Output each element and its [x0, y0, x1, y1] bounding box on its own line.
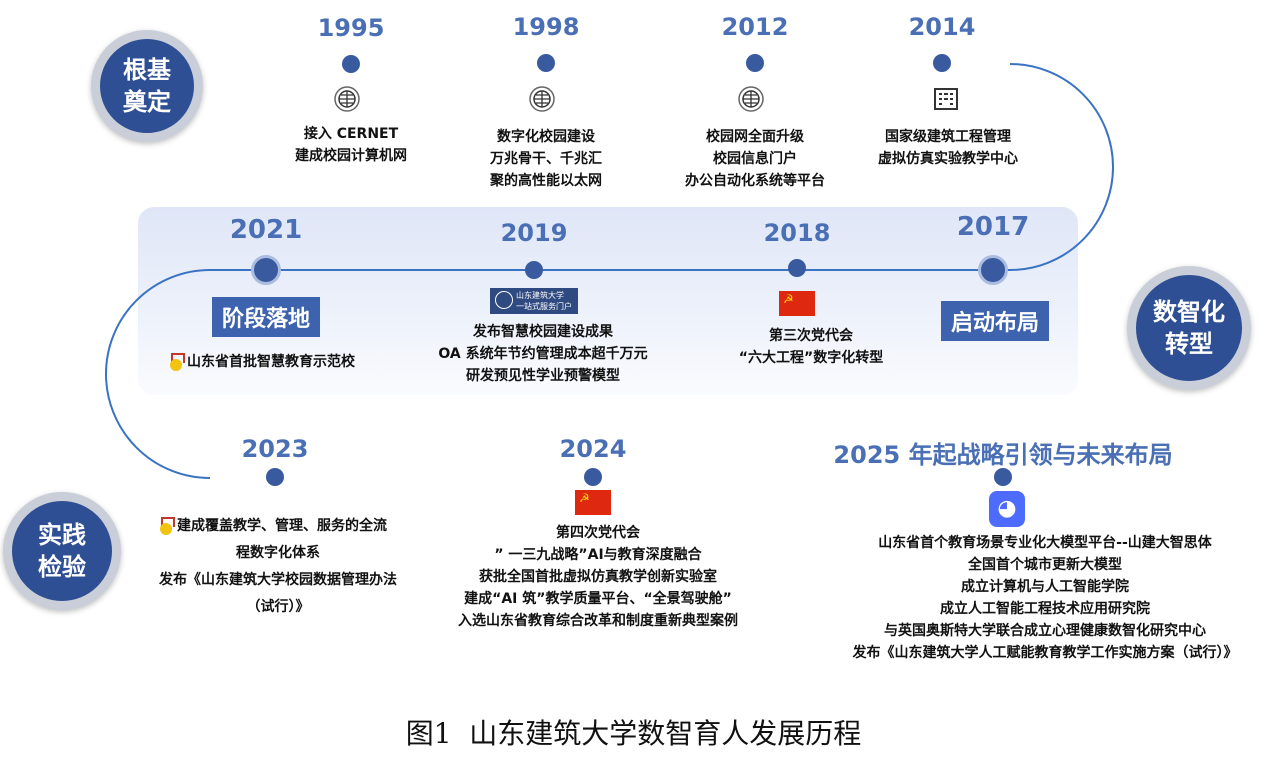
year-label: 2018 [763, 219, 831, 247]
stage-transformation: 数智化转型 [1127, 266, 1251, 390]
timeline-node [525, 261, 543, 279]
figure-caption: 图1 山东建筑大学数智育人发展历程 [405, 717, 862, 750]
stage-label: 转型 [1165, 330, 1213, 358]
timeline-node [266, 468, 284, 486]
globe-icon [334, 86, 360, 112]
timeline-node [342, 55, 360, 73]
building-icon [934, 88, 958, 110]
year-label: 2014 [908, 13, 976, 41]
ai-whale-app-icon: ◕ [989, 491, 1025, 527]
timeline-node [978, 255, 1008, 285]
stage-label: 数智化 [1153, 298, 1225, 326]
year-label: 2019 [500, 219, 568, 247]
event-text: 校园网全面升级校园信息门户办公自动化系统等平台 [685, 129, 825, 189]
timeline-node [584, 468, 602, 486]
year-label: 1998 [512, 13, 580, 41]
stage-label: 根基 [123, 56, 171, 84]
medal-icon [159, 517, 175, 535]
party-flag-icon: ☭ [575, 490, 611, 515]
medal-icon [169, 353, 185, 371]
party-flag-icon: ☭ [779, 291, 815, 316]
globe-icon [529, 86, 555, 112]
stage-foundation: 根基奠定 [91, 30, 203, 142]
year-label: 1995 [317, 14, 385, 42]
year-label: 2023 [241, 435, 309, 463]
year-label: 2025 年起战略引领与未来布局 [833, 441, 1173, 469]
university-emblem-icon [495, 291, 513, 309]
stage-tag: 阶段落地 [211, 297, 321, 337]
timeline-node [746, 54, 764, 72]
event-text: 山东省首批智慧教育示范校 [169, 351, 355, 373]
stage-label: 检验 [38, 553, 86, 581]
event-text: 山东省首个教育场景专业化大模型平台--山建大智思体全国首个城市更新大模型成立计算… [852, 535, 1238, 661]
year-label: 2017 [956, 212, 1030, 242]
stage-tag: 启动布局 [940, 301, 1050, 341]
timeline-node [994, 468, 1012, 486]
stage-label: 实践 [38, 521, 86, 549]
year-label: 2021 [229, 215, 303, 245]
globe-icon [738, 86, 764, 112]
stage-label: 奠定 [123, 88, 171, 116]
stage-practice: 实践检验 [3, 492, 121, 610]
year-label: 2024 [559, 435, 627, 463]
event-text: 建成覆盖教学、管理、服务的全流程数字化体系发布《山东建筑大学校园数据管理办法（试… [159, 517, 397, 615]
timeline-node [251, 255, 281, 285]
event-text: 第三次党代会“六大工程”数字化转型 [738, 328, 884, 366]
event-text: 国家级建筑工程管理虚拟仿真实验教学中心 [878, 129, 1018, 167]
year-label: 2012 [721, 13, 789, 41]
timeline-node [537, 54, 555, 72]
timeline-node [933, 54, 951, 72]
event-text: 数字化校园建设万兆骨干、千兆汇聚的高性能以太网 [490, 129, 602, 189]
portal-logo: 山东建筑大学一站式服务门户 [490, 288, 578, 314]
timeline-node [788, 259, 806, 277]
event-text: 第四次党代会” 一三九战略”AI与教育深度融合获批全国首批虚拟仿真教学创新实验室… [458, 525, 738, 629]
